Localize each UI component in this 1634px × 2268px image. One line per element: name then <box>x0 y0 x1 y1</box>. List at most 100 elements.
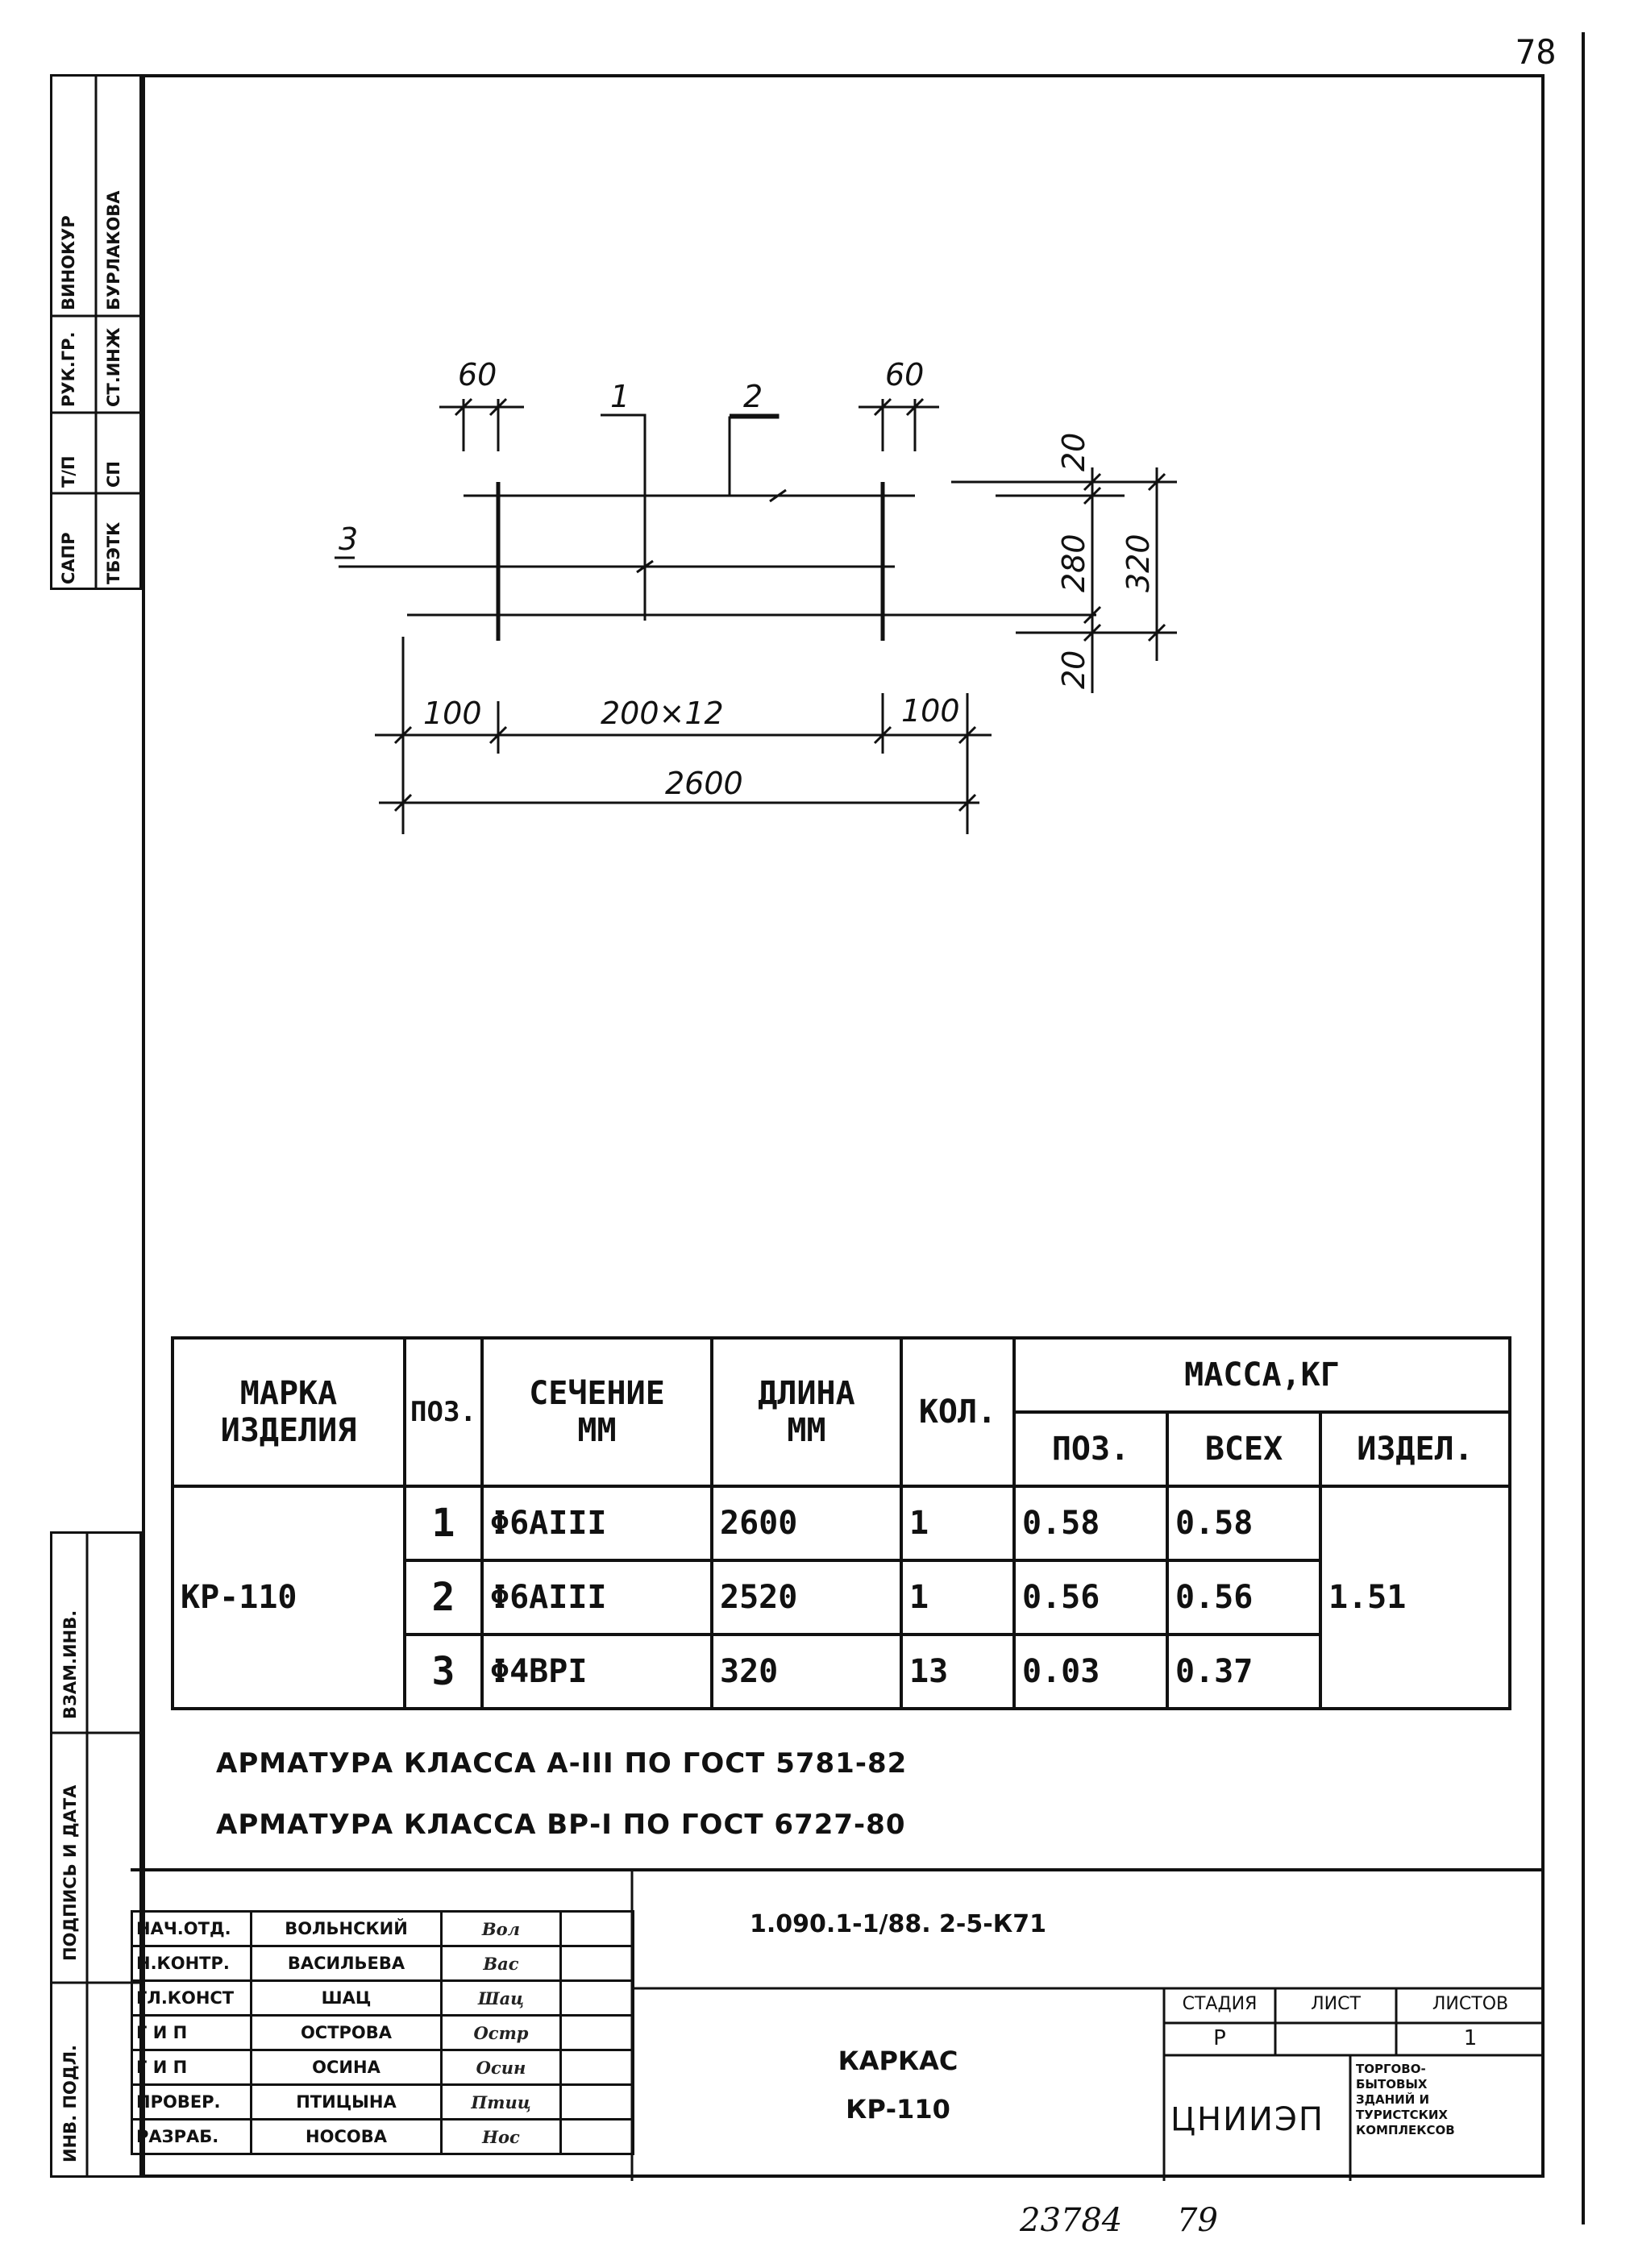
dim-left-overhang: 100 <box>423 696 482 731</box>
dim-height-total: 320 <box>1121 534 1156 592</box>
title-block-lines <box>630 1871 1545 2181</box>
signature: Птиц <box>440 2083 562 2121</box>
drawing-title-line: КАРКАС <box>838 2046 958 2076</box>
dim-length-total: 2600 <box>665 766 743 801</box>
role-cell: Н.КОНТР. <box>131 1945 252 1982</box>
header-mass-all: ВСЕХ <box>1166 1410 1322 1488</box>
cell-pos: 2 <box>403 1559 484 1636</box>
inventory-strip: ВЗАМ.ИНВ. ПОДПИСЬ И ДАТА ИНВ. ПОДЛ. <box>50 1531 142 2178</box>
organization-description-line: ТУРИСТСКИХ <box>1356 2108 1448 2122</box>
date-cell <box>559 1945 634 1982</box>
cell-mass-all: 0.58 <box>1166 1485 1322 1562</box>
table-row: КР-110 1 Φ6AIII 2600 1 0.58 0.58 1.51 <box>171 1485 1511 1710</box>
header-section-line: ММ <box>577 1412 617 1449</box>
drawing-title: КАРКАС КР-110 <box>632 2037 1164 2133</box>
sheets-header: ЛИСТОВ <box>1432 1994 1509 2014</box>
signature: Остр <box>440 2014 562 2051</box>
cell-mass-pos: 0.03 <box>1012 1633 1169 1710</box>
header-mass: МАССА,КГ <box>1012 1336 1511 1414</box>
name-cell: ВАСИЛЬЕВА <box>250 1945 443 1982</box>
signature-row: ПРОВЕР. ПТИЦЫНА Птиц <box>131 2083 634 2121</box>
signature-row: НАЧ.ОТД. ВОЛЬНСКИЙ Вол <box>131 1910 634 1947</box>
header-mark-line: ИЗДЕЛИЯ <box>220 1412 357 1449</box>
role-cell: ГЛ.КОНСТ <box>131 1979 252 2017</box>
role-cell: Г И П <box>131 2014 252 2051</box>
inventory-strip-grid <box>50 1531 142 2178</box>
note-rebar-a3: АРМАТУРА КЛАССА А-III ПО ГОСТ 5781-82 <box>216 1747 908 1780</box>
header-mass-pos: ПОЗ. <box>1012 1410 1169 1488</box>
date-cell <box>559 1979 634 2017</box>
name-cell: ПТИЦЫНА <box>250 2083 443 2121</box>
cell-mass-all: 0.56 <box>1166 1559 1322 1636</box>
name-cell: НОСОВА <box>250 2118 443 2155</box>
sheet-header: ЛИСТ <box>1311 1994 1361 2014</box>
cell-pos: 1 <box>403 1485 484 1562</box>
date-cell <box>559 2049 634 2086</box>
cell-section: Φ6AIII <box>480 1485 713 1562</box>
dim-right-overhang: 100 <box>901 693 960 729</box>
leader-pos1 <box>601 413 647 621</box>
page-number: 78 <box>1516 32 1557 72</box>
approval-strip: ВИНОКУР БУРЛАКОВА РУК.ГР. СТ.ИНЖ Т/П СП … <box>50 74 142 590</box>
sheet-serial: 79 <box>1177 2202 1218 2239</box>
dim-right-end: 60 <box>885 357 924 393</box>
cell-mass-pos: 0.56 <box>1012 1559 1169 1636</box>
cell-qty: 13 <box>900 1633 1016 1710</box>
organization-description-line: КОМПЛЕКСОВ <box>1356 2123 1455 2137</box>
cage-drawing: 60 60 1 2 3 100 200×12 100 2600 20 280 2… <box>335 357 1177 834</box>
role-cell: РАЗРАБ. <box>131 2118 252 2155</box>
header-qty: КОЛ. <box>900 1336 1016 1488</box>
item-mass: 1.51 <box>1319 1485 1511 1710</box>
signature-row: РАЗРАБ. НОСОВА Нос <box>131 2118 634 2155</box>
approval-strip-grid <box>50 74 142 590</box>
signature-row: Г И П ОСТРОВА Остр <box>131 2014 634 2051</box>
header-length-line: ДЛИНА <box>758 1375 855 1412</box>
header-mark: МАРКА ИЗДЕЛИЯ <box>171 1336 406 1488</box>
header-mark-line: МАРКА <box>239 1375 338 1412</box>
cell-section: Φ6AIII <box>480 1559 713 1636</box>
inventory-label: ПОДПИСЬ И ДАТА <box>60 1784 80 1961</box>
cell-mass-pos: 0.58 <box>1012 1485 1169 1562</box>
title-block: НАЧ.ОТД. ВОЛЬНСКИЙ Вол Н.КОНТР. ВАСИЛЬЕВ… <box>131 1868 1545 2181</box>
page-edge-rule <box>1582 32 1585 2224</box>
name-cell: ВОЛЬНСКИЙ <box>250 1910 443 1947</box>
dim-mid-gap: 280 <box>1056 534 1091 592</box>
name-cell: ШАЦ <box>250 1979 443 2017</box>
drawing-frame <box>142 74 1545 2178</box>
signature: Вас <box>440 1945 562 1982</box>
signature: Осин <box>440 2049 562 2086</box>
role-cell: Г И П <box>131 2049 252 2086</box>
table-row: 2 Φ6AIII 2520 1 0.56 0.56 <box>173 1559 1510 1636</box>
stage-value: Р <box>1213 2026 1226 2050</box>
cell-qty: 1 <box>900 1559 1016 1636</box>
dim-top-gap: 20 <box>1056 433 1091 471</box>
cell-length: 320 <box>710 1633 903 1710</box>
signature: Шац <box>440 1979 562 2017</box>
role-cell: ПРОВЕР. <box>131 2083 252 2121</box>
spec-table: МАРКА ИЗДЕЛИЯ ПОЗ. СЕЧЕНИЕ ММ ДЛИНА ММ К… <box>171 1336 1511 1710</box>
inventory-label: ВЗАМ.ИНВ. <box>60 1610 80 1719</box>
archive-number: 23784 <box>1020 2202 1123 2239</box>
inventory-label: ИНВ. ПОДЛ. <box>60 2045 80 2162</box>
signature-row: ГЛ.КОНСТ ШАЦ Шац <box>131 1979 634 2017</box>
dim-spacing: 200×12 <box>601 696 724 731</box>
cell-length: 2600 <box>710 1485 903 1562</box>
organization-description: ТОРГОВО- БЫТОВЫХ ЗДАНИЙ И ТУРИСТСКИХ КОМ… <box>1356 2062 1455 2138</box>
cell-section: Φ4BPI <box>480 1633 713 1710</box>
header-mass-item: ИЗДЕЛ. <box>1319 1410 1511 1488</box>
signature: Вол <box>440 1910 562 1947</box>
document-code: 1.090.1-1/88. 2-5-К71 <box>750 1910 1046 1938</box>
date-cell <box>559 2083 634 2121</box>
header-section: СЕЧЕНИЕ ММ <box>480 1336 713 1488</box>
date-cell <box>559 1910 634 1947</box>
organization-description-line: ТОРГОВО- <box>1356 2062 1426 2076</box>
leader-pos2 <box>728 413 780 496</box>
note-rebar-bp1: АРМАТУРА КЛАССА ВР-I ПО ГОСТ 6727-80 <box>216 1809 906 1841</box>
header-pos: ПОЗ. <box>403 1336 484 1488</box>
cell-pos: 3 <box>403 1633 484 1710</box>
signature-row: Н.КОНТР. ВАСИЛЬЕВА Вас <box>131 1945 634 1982</box>
table-row: 3 Φ4BPI 320 13 0.03 0.37 <box>173 1633 1510 1710</box>
sheets-value: 1 <box>1463 2026 1478 2050</box>
header-section-line: СЕЧЕНИЕ <box>529 1375 665 1412</box>
header-length-line: ММ <box>787 1412 826 1449</box>
